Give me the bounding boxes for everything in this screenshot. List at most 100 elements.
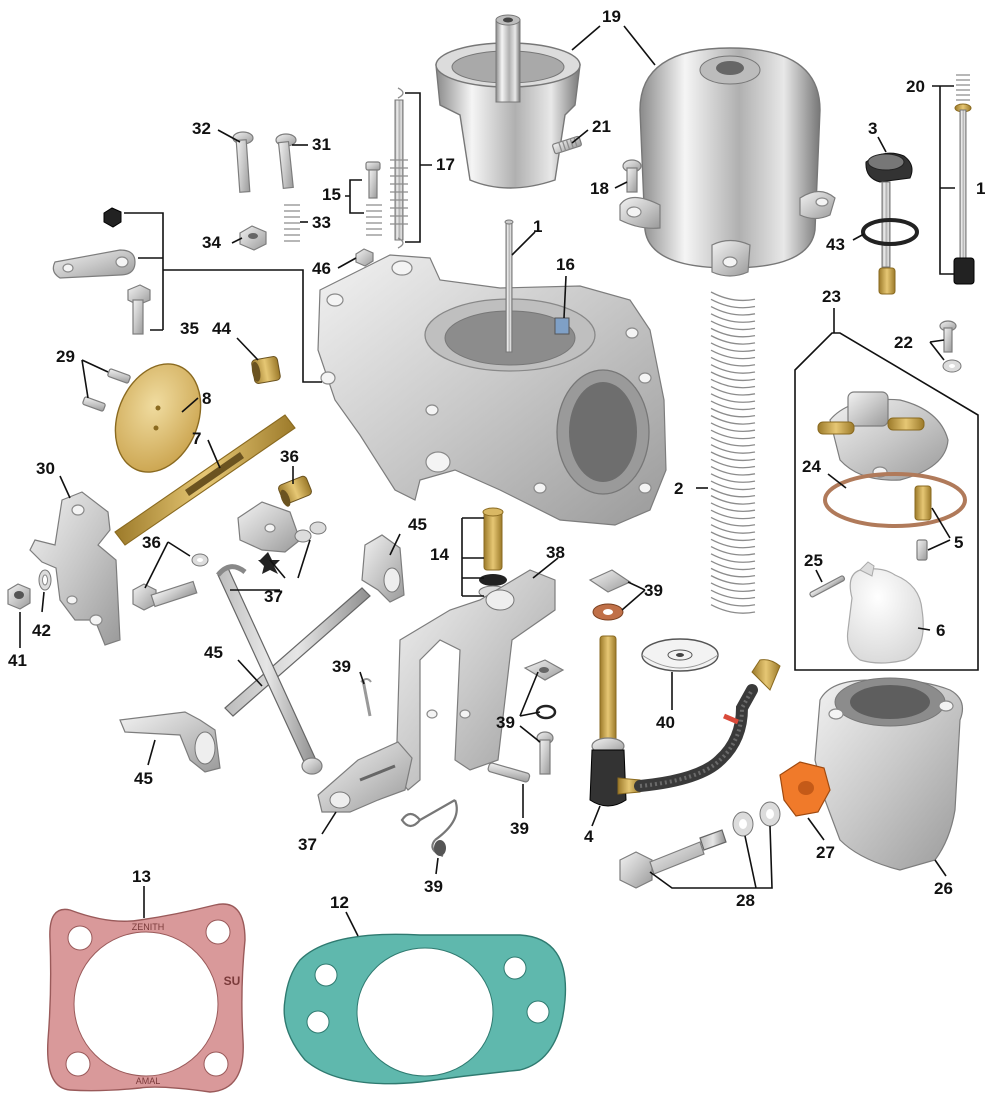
part-44-bush <box>251 356 281 384</box>
gasket-13-print-1: ZENITH <box>132 922 165 932</box>
callout-37-lower: 37 <box>298 835 317 854</box>
part-35-bolt <box>127 284 151 335</box>
spring-coil <box>710 327 756 338</box>
part-34-nut <box>239 225 267 251</box>
callout-13: 13 <box>132 867 151 886</box>
part-29-screws <box>82 368 131 412</box>
spring-coil <box>710 604 756 614</box>
spring-coil <box>710 407 756 418</box>
callout-39-split-pin: 39 <box>332 657 351 676</box>
part-39-pivot-pin <box>487 762 531 783</box>
spring-coil <box>710 480 756 491</box>
part-28-bolt <box>619 801 781 889</box>
spring-coil <box>710 313 756 323</box>
leader-lines <box>19 25 955 937</box>
part-43-o-ring <box>861 218 919 246</box>
spring-coil <box>710 385 756 396</box>
callout-4: 4 <box>584 827 594 846</box>
part-46-nut <box>355 248 374 267</box>
callout-33: 33 <box>312 213 331 232</box>
part-36-bolt <box>132 553 209 611</box>
callout-7: 7 <box>192 429 201 448</box>
part-40-gauze <box>641 638 719 672</box>
spring-coil <box>710 436 756 447</box>
callout-21: 21 <box>592 117 611 136</box>
callout-39-upper-right: 39 <box>644 581 663 600</box>
part-45-clip-upper <box>361 534 405 603</box>
part-39-square-nut <box>523 659 565 681</box>
spring-coil <box>710 524 756 534</box>
callout-39-square-nut: 39 <box>496 713 515 732</box>
part-30-throttle-lever <box>29 491 121 646</box>
part-39-tab-washer <box>588 569 632 593</box>
callout-30: 30 <box>36 459 55 478</box>
callout-22: 22 <box>894 333 913 352</box>
callout-35: 35 <box>180 319 199 338</box>
part-lever-nut <box>103 207 122 228</box>
part-38-bracket <box>395 569 556 791</box>
spring-coil <box>710 415 756 425</box>
gasket-13-print-2: AMAL <box>136 1076 161 1086</box>
callout-46: 46 <box>312 259 331 278</box>
spring-coil <box>710 575 756 585</box>
callout-5: 5 <box>954 533 963 552</box>
spring-coil <box>710 495 756 505</box>
spring-coil <box>710 465 756 476</box>
spring-coil <box>710 538 756 549</box>
callout-41: 41 <box>8 651 27 670</box>
callout-24: 24 <box>802 457 821 476</box>
part-8-throttle-disc <box>114 363 202 473</box>
part-25-float-pin <box>809 575 846 598</box>
part-42-washer <box>38 569 52 591</box>
callout-44: 44 <box>212 319 231 338</box>
part-piston-assembly <box>435 14 581 189</box>
gasket-13-print-0: SU <box>224 974 241 988</box>
callout-28: 28 <box>736 891 755 910</box>
callout-39-spring: 39 <box>424 877 443 896</box>
spring-coil <box>710 560 756 571</box>
spring-coil <box>710 320 756 331</box>
spring-coil <box>710 545 756 556</box>
spring-coil <box>710 451 756 462</box>
spring-coil <box>710 429 756 440</box>
callout-43: 43 <box>826 235 845 254</box>
spring-coil <box>710 516 756 527</box>
callout-32: 32 <box>192 119 211 138</box>
spring-coil <box>710 356 756 367</box>
spring-coil <box>710 444 756 454</box>
part-39-screw <box>536 731 554 775</box>
spring-coil <box>710 473 756 483</box>
part-39-fibre-washer <box>592 603 624 621</box>
part-6-float <box>846 561 924 664</box>
part-24-gasket <box>823 472 967 528</box>
part-22-screw <box>939 320 962 373</box>
callout-26: 26 <box>934 879 953 898</box>
part-1-damper-rod <box>953 103 975 285</box>
part-31-screw <box>275 133 297 190</box>
callout-20: 20 <box>906 77 925 96</box>
part-2-piston-spring <box>710 291 756 614</box>
part-37-lever <box>317 741 413 813</box>
callout-12: 12 <box>330 893 349 912</box>
part-41-nut <box>7 583 31 610</box>
callout-34: 34 <box>202 233 221 252</box>
callout-6: 6 <box>936 621 945 640</box>
callout-17: 17 <box>436 155 455 174</box>
part-carburetor-body <box>317 254 667 526</box>
callout-16: 16 <box>556 255 575 274</box>
spring-coil <box>710 342 756 353</box>
part-36-brass-bush <box>278 475 312 507</box>
part-13-flange-gasket: ZENITH SU AMAL <box>46 903 246 1093</box>
callout-3: 3 <box>868 119 877 138</box>
spring-coil <box>710 596 756 607</box>
part-15-screw-spring <box>365 161 382 236</box>
callout-23: 23 <box>822 287 841 306</box>
callout-45-middle: 45 <box>204 643 223 662</box>
spring-coil <box>710 364 756 374</box>
part-32-screw <box>232 131 254 193</box>
spring-coil <box>710 589 756 600</box>
part-20-spring <box>956 74 970 101</box>
callout-29: 29 <box>56 347 75 366</box>
spring-coil <box>710 378 756 389</box>
